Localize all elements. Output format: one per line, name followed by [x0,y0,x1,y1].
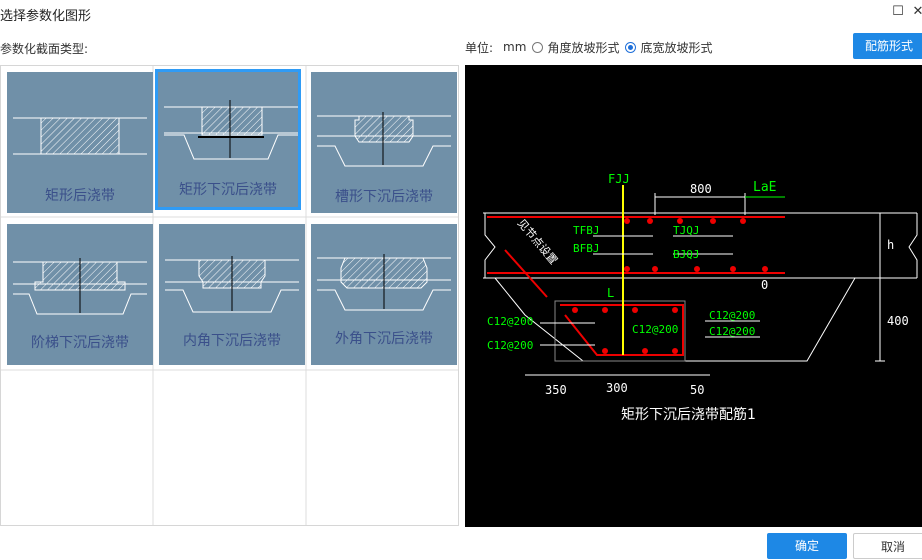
tile-caption: 阶梯下沉后浇带 [31,335,129,351]
tile-caption: 内角下沉后浇带 [183,333,281,349]
rect-shape-icon [13,117,147,155]
label-c12-e: C12@200 [709,325,755,338]
label-50: 50 [690,383,704,397]
label-zero: 0 [761,278,768,292]
inner-corner-shape-icon [165,256,299,313]
label-c12-c: C12@200 [632,323,678,336]
shape-grid: 矩形后浇带 矩形下沉后浇带 槽形下沉后浇带 [0,65,459,526]
tile-caption: 外角下沉后浇带 [335,331,433,347]
label-tfbj: TFBJ [573,224,600,237]
label-l: L [607,286,614,300]
shape-tile-step-sunken[interactable]: 阶梯下沉后浇带 [7,224,153,365]
label-lae: LaE [753,180,776,195]
radio-width-slope[interactable]: 底宽放坡形式 [625,39,712,56]
shape-tile-rect[interactable]: 矩形后浇带 [7,72,153,213]
tile-caption: 矩形后浇带 [45,188,115,204]
label-bjqj: BJQJ [673,248,700,261]
unit-value: mm [503,40,527,54]
label-800: 800 [690,182,712,196]
label-node-setting: 见节点设置 [515,217,560,267]
label-c12-d: C12@200 [709,309,755,322]
shape-tile-outer-corner-sunken[interactable]: 外角下沉后浇带 [311,224,457,365]
grid-lines [1,66,458,525]
section-label: 参数化截面类型: [0,42,89,56]
title-bar: 选择参数化图形 ☐ ✕ [0,0,922,28]
preview-panel: FJJ 800 LaE TFBJ BFBJ TJQJ BJQJ h 0 400 … [465,65,922,527]
unit-row: 单位: mm 角度放坡形式 底宽放坡形式 [465,38,712,56]
label-tjqj: TJQJ [673,224,700,237]
tile-caption: 矩形下沉后浇带 [179,182,277,198]
label-350: 350 [545,383,567,397]
radio-width-dot[interactable] [625,41,637,53]
shape-tile-inner-corner-sunken[interactable]: 内角下沉后浇带 [159,224,305,365]
radio-width-label: 底宽放坡形式 [640,40,713,55]
rect-sunken-shape-icon [164,100,298,160]
label-c12-a: C12@200 [487,315,533,328]
tile-caption: 槽形下沉后浇带 [335,189,433,205]
ok-button[interactable]: 确定 [767,533,847,559]
close-icon[interactable]: ✕ [912,4,922,19]
label-fjj: FJJ [608,172,630,186]
cancel-button[interactable]: 取消 [853,533,922,559]
unit-label: 单位: [465,40,494,55]
rebar-preview-drawing: FJJ 800 LaE TFBJ BFBJ TJQJ BJQJ h 0 400 … [483,172,918,423]
dialog-title: 选择参数化图形 [0,9,92,24]
label-h: h [887,238,894,252]
shape-tile-trough-sunken[interactable]: 槽形下沉后浇带 [311,72,457,213]
trough-sunken-shape-icon [317,112,451,167]
label-bfbj: BFBJ [573,242,600,255]
label-300: 300 [606,381,628,395]
radio-angle-dot[interactable] [532,41,544,53]
radio-angle-label: 角度放坡形式 [547,40,620,55]
label-400: 400 [887,314,909,328]
label-c12-b: C12@200 [487,339,533,352]
step-sunken-shape-icon [13,258,147,315]
outer-corner-shape-icon [317,254,451,311]
restore-icon[interactable]: ☐ [892,4,904,19]
preview-caption: 矩形下沉后浇带配筋1 [621,406,756,423]
rebar-form-button[interactable]: 配筋形式 [853,33,922,59]
shape-tile-rect-sunken[interactable]: 矩形下沉后浇带 [155,69,301,210]
radio-angle-slope[interactable]: 角度放坡形式 [532,39,619,56]
